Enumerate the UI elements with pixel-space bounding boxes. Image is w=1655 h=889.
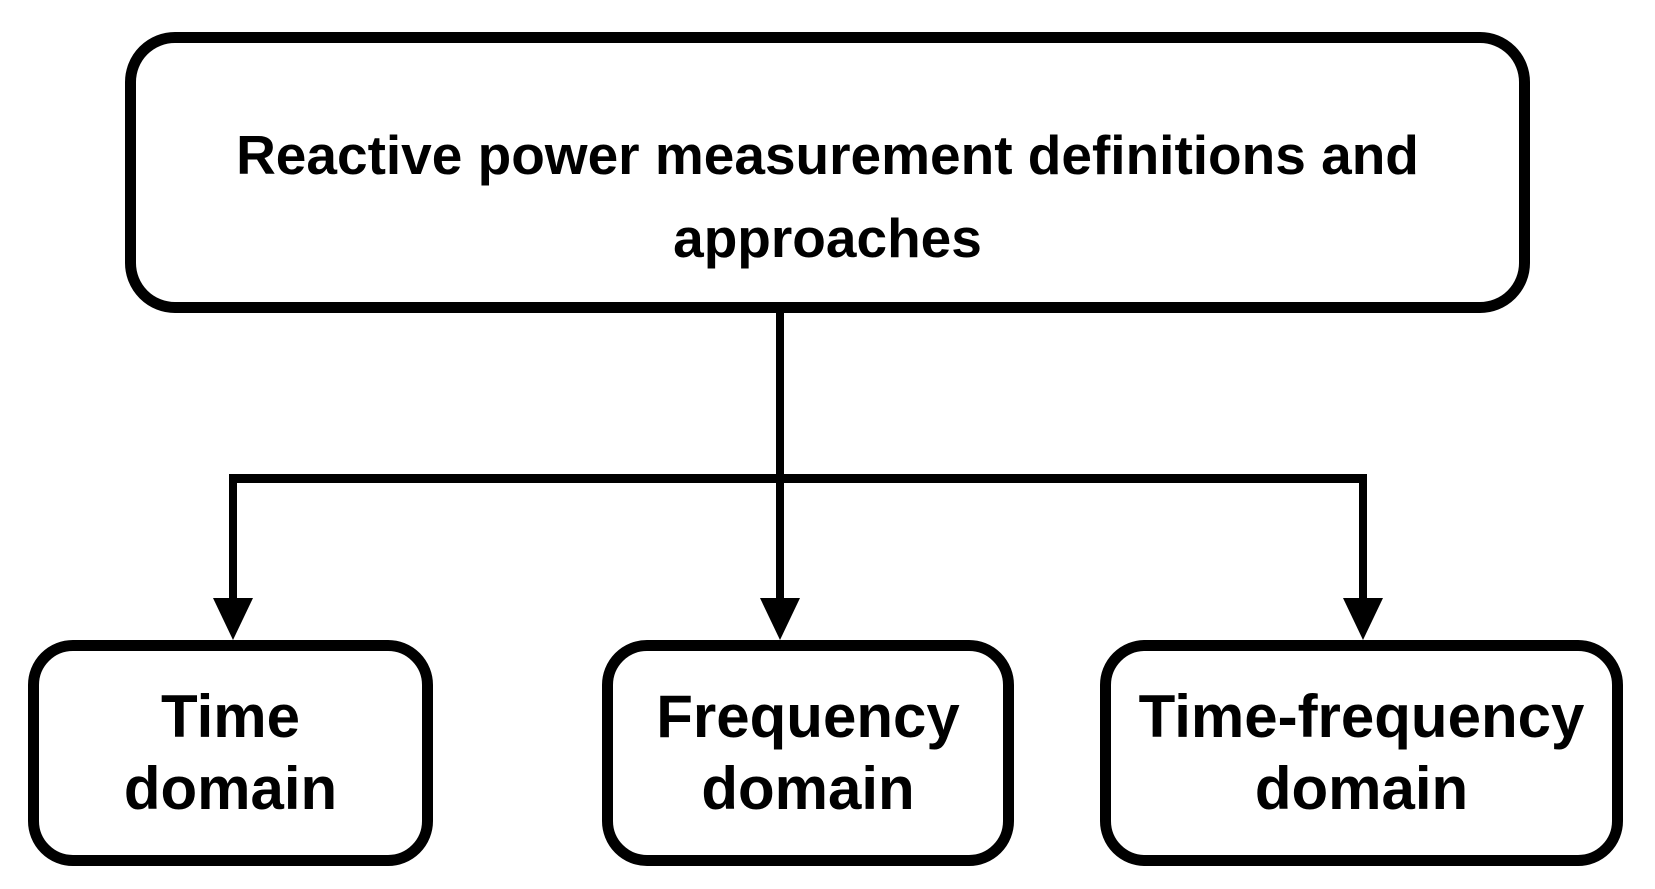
arrowhead-time-frequency-domain-icon	[1343, 598, 1383, 640]
node-time-frequency-domain-label: Time-frequency domain	[1138, 683, 1585, 822]
arrowhead-frequency-domain-icon	[760, 598, 800, 640]
node-time-domain-label: Time domain	[123, 683, 338, 822]
connector-drop-time-frequency-domain	[1359, 474, 1367, 602]
node-root: Reactive power measurement definitions a…	[125, 32, 1530, 313]
node-time-frequency-domain: Time-frequency domain	[1100, 640, 1623, 866]
connector-drop-frequency-domain	[776, 474, 784, 602]
node-root-label: Reactive power measurement definitions a…	[236, 124, 1419, 269]
node-time-domain: Time domain	[28, 640, 433, 866]
node-frequency-domain-label: Frequency domain	[656, 683, 960, 822]
connector-branch-bar	[229, 474, 1367, 483]
node-frequency-domain: Frequency domain	[602, 640, 1014, 866]
arrowhead-time-domain-icon	[213, 598, 253, 640]
connector-drop-time-domain	[229, 474, 237, 602]
connector-stem	[776, 311, 784, 478]
